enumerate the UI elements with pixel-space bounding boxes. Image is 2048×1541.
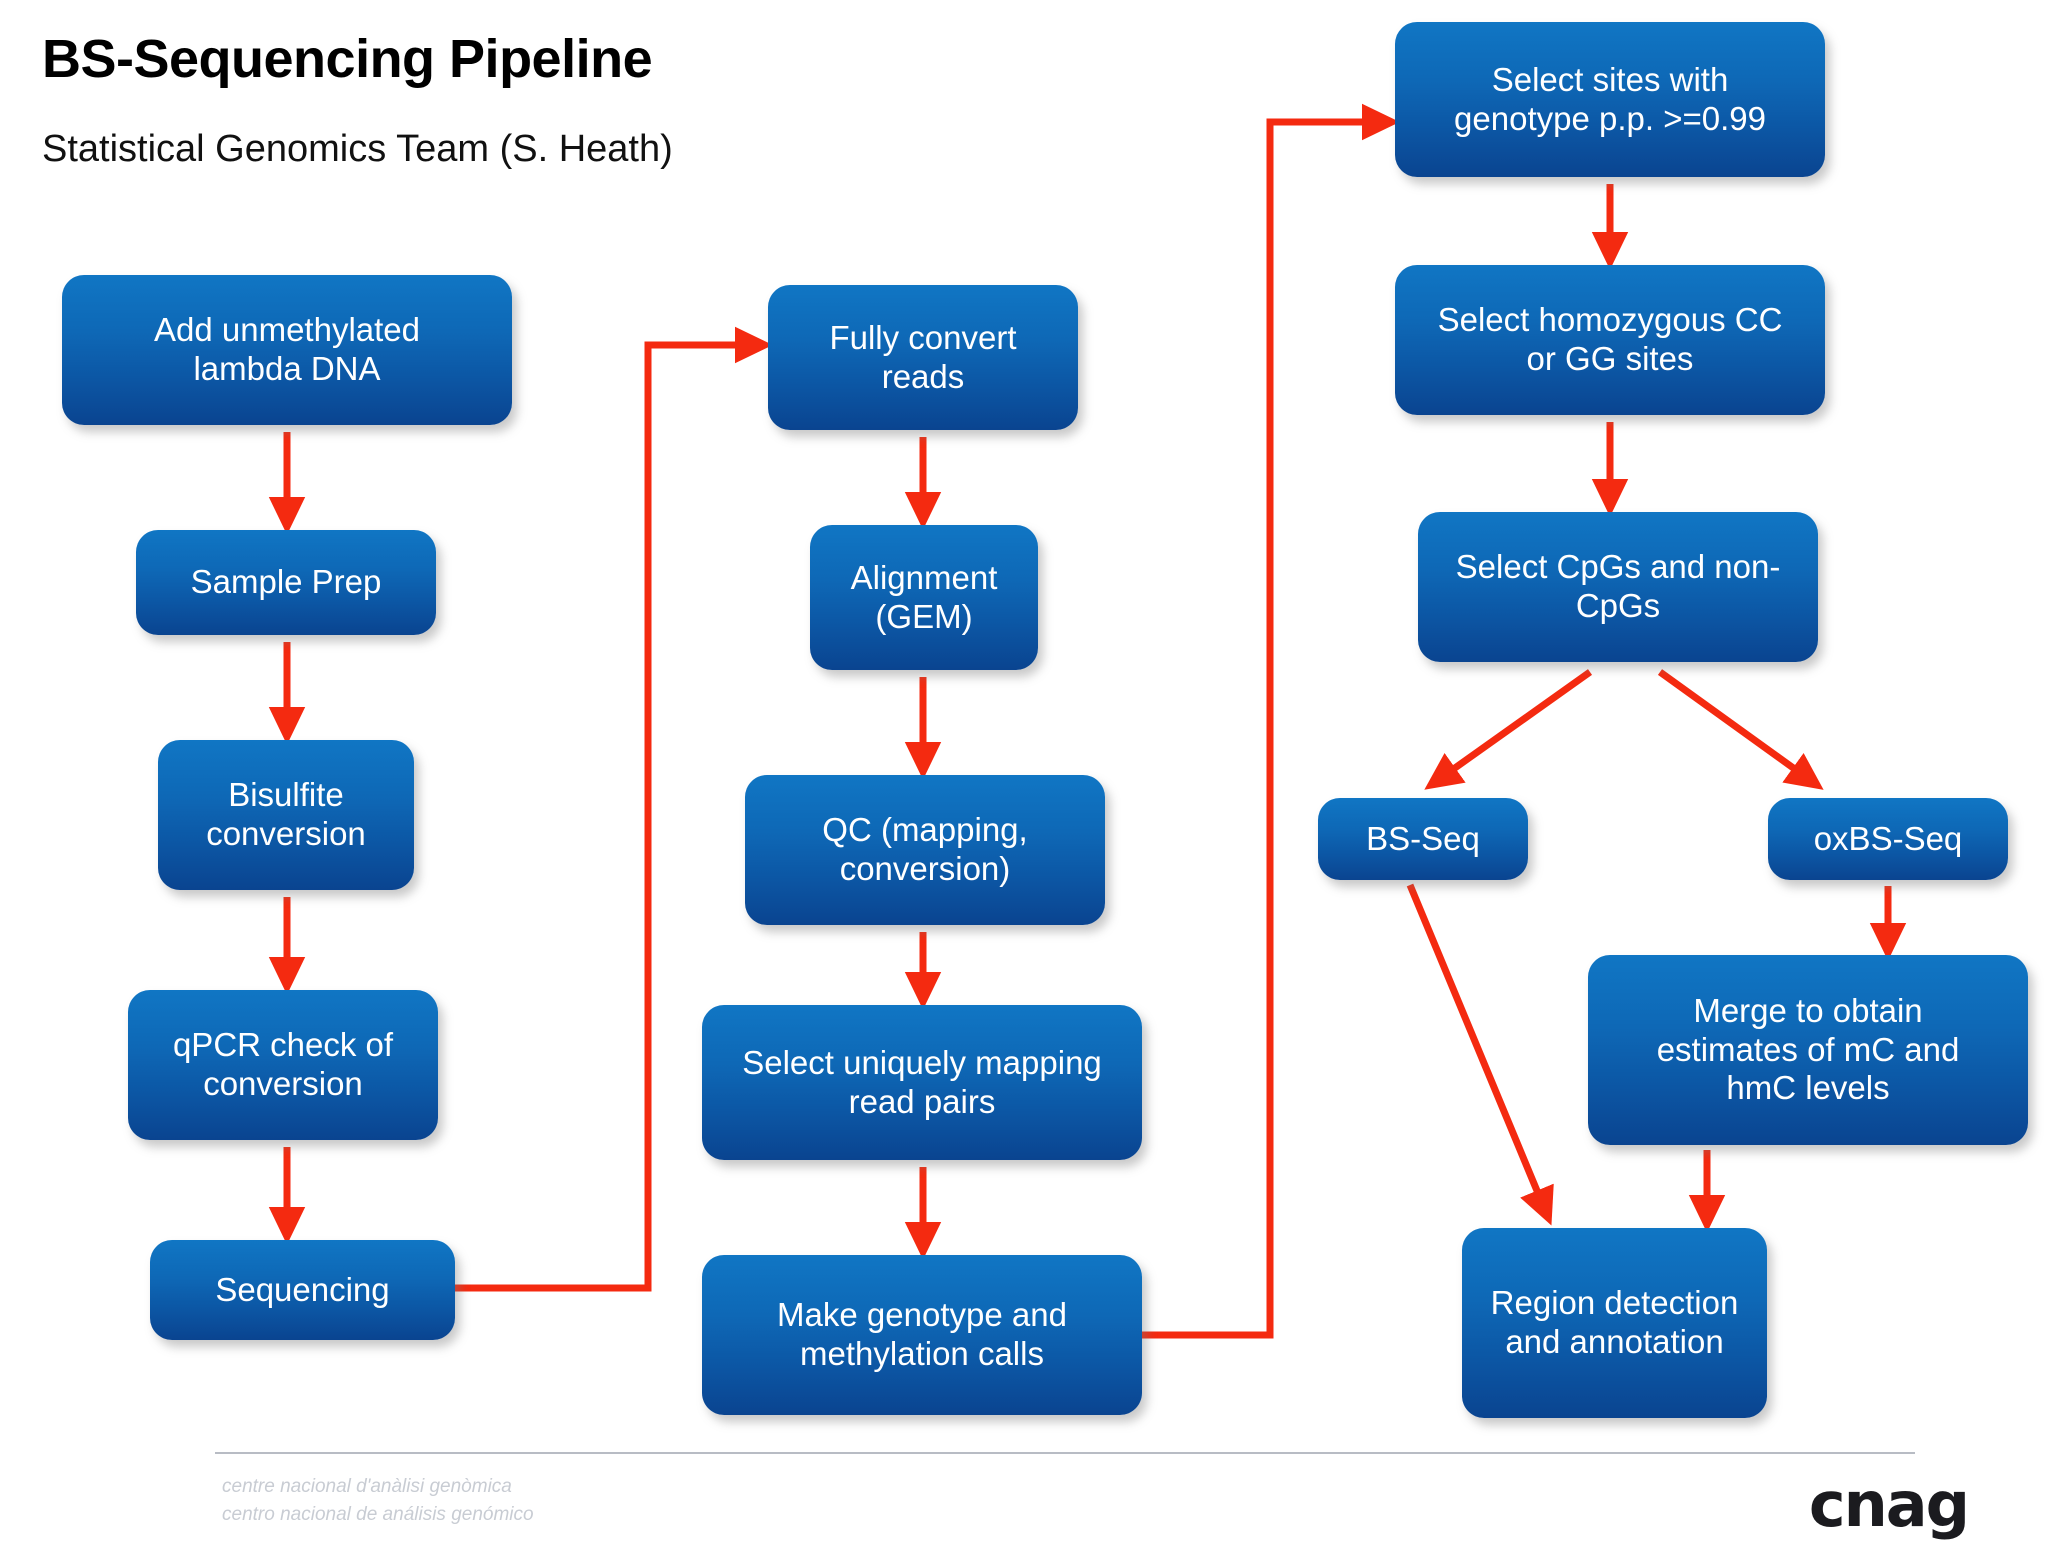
node-qc-mapping-conversion[interactable]: QC (mapping, conversion): [745, 775, 1105, 925]
node-oxbs-seq[interactable]: oxBS-Seq: [1768, 798, 2008, 880]
node-add-unmethylated-lambda-dna[interactable]: Add unmethylated lambda DNA: [62, 275, 512, 425]
page-title: BS-Sequencing Pipeline: [42, 29, 653, 89]
footer-divider: [215, 1452, 1915, 1454]
edge-bs-seq-to-region-detect: [1406, 883, 1554, 1226]
node-fully-convert-reads[interactable]: Fully convert reads: [768, 285, 1078, 430]
page-subtitle: Statistical Genomics Team (S. Heath): [42, 128, 673, 170]
node-sequencing[interactable]: Sequencing: [150, 1240, 455, 1340]
edge-select-cpg-to-oxbs-seq: [1657, 669, 1824, 790]
node-alignment-gem[interactable]: Alignment (GEM): [810, 525, 1038, 670]
node-merge-to-obtain-estimates[interactable]: Merge to obtain estimates of mC and hmC …: [1588, 955, 2028, 1145]
cnag-logo: cnag: [1808, 1468, 1970, 1541]
footer-tagline: centre nacional d'anàlisi genòmica centr…: [222, 1476, 534, 1525]
node-bisulfite-conversion[interactable]: Bisulfite conversion: [158, 740, 414, 890]
node-sample-prep[interactable]: Sample Prep: [136, 530, 436, 635]
edge-make-calls-to-select-sites: [1142, 103, 1400, 1339]
node-select-homozygous-cc-or-gg-sites[interactable]: Select homozygous CC or GG sites: [1395, 265, 1825, 415]
node-make-genotype-and-methylation-calls[interactable]: Make genotype and methylation calls: [702, 1255, 1142, 1415]
edge-select-cpg-to-bs-seq: [1424, 669, 1593, 790]
node-select-sites-with-genotype-pp[interactable]: Select sites with genotype p.p. >=0.99: [1395, 22, 1825, 177]
node-select-cpgs-and-non-cpgs[interactable]: Select CpGs and non- CpGs: [1418, 512, 1818, 662]
node-select-uniquely-mapping-read-pairs[interactable]: Select uniquely mapping read pairs: [702, 1005, 1142, 1160]
node-bs-seq[interactable]: BS-Seq: [1318, 798, 1528, 880]
node-qpcr-check-of-conversion[interactable]: qPCR check of conversion: [128, 990, 438, 1140]
node-region-detection-and-annotation[interactable]: Region detection and annotation: [1462, 1228, 1767, 1418]
